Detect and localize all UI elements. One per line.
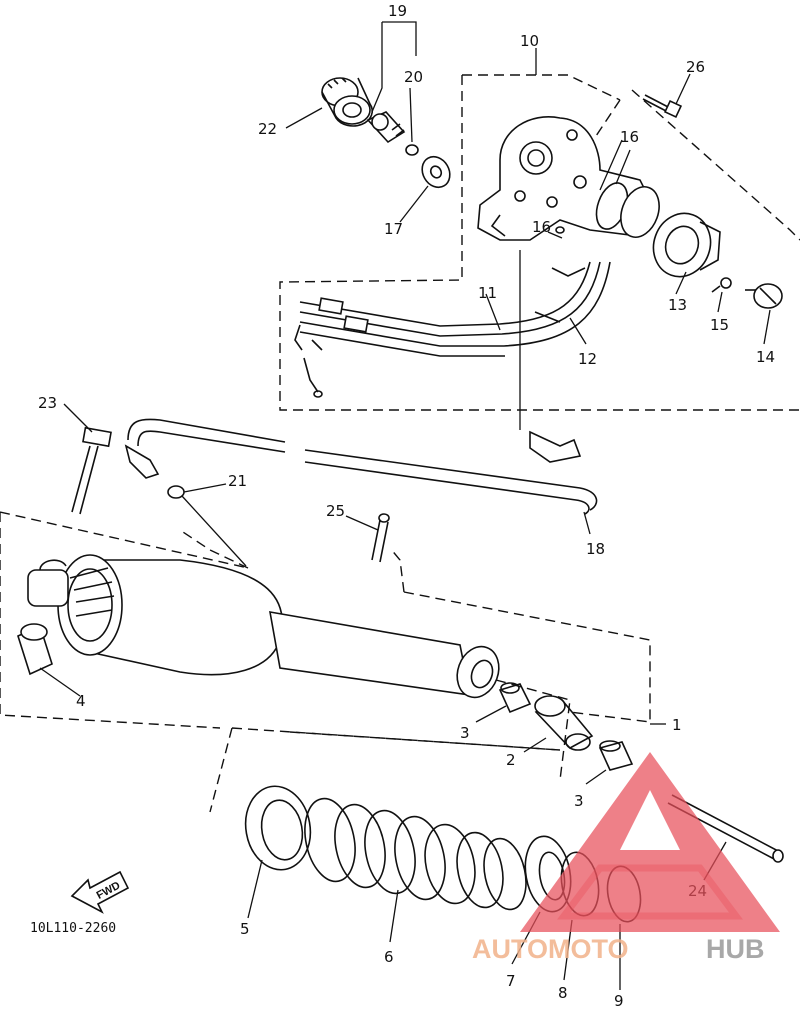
callout-11: 11 <box>478 284 497 302</box>
callout-5: 5 <box>240 920 250 938</box>
watermark-brand-auto: AUTOMOTO <box>472 934 629 964</box>
callout-10: 10 <box>520 32 539 50</box>
callout-22: 22 <box>258 120 277 138</box>
callout-1: 1 <box>672 716 682 734</box>
watermark-logo: AUTOMOTO HUB <box>472 752 780 964</box>
part-5-seat <box>244 785 312 871</box>
part-17-washer <box>421 155 451 189</box>
callout-3a: 3 <box>460 724 470 742</box>
part-16-seal-b <box>555 226 565 234</box>
part-2-bushing <box>534 695 594 751</box>
callout-19: 19 <box>388 2 407 20</box>
callout-9: 9 <box>614 992 624 1009</box>
part-15-screw <box>711 277 732 293</box>
part-25-pin <box>371 513 390 563</box>
callout-25: 25 <box>326 502 345 520</box>
part-4-bushing <box>17 623 53 676</box>
callout-21: 21 <box>228 472 247 490</box>
callout-17: 17 <box>384 220 403 238</box>
forward-arrow: FWD <box>70 870 130 914</box>
callout-4: 4 <box>76 692 86 710</box>
leader-lines <box>39 21 771 990</box>
part-1-shock-absorber <box>0 511 651 751</box>
callout-23: 23 <box>38 394 57 412</box>
callout-12: 12 <box>578 350 597 368</box>
callout-20: 20 <box>404 68 423 86</box>
part-3-collar-b <box>598 740 634 771</box>
callout-16a: 16 <box>620 128 639 146</box>
part-3-collar-a <box>498 682 532 714</box>
callout-14: 14 <box>756 348 775 366</box>
callout-8: 8 <box>558 984 568 1002</box>
adjuster-assembly <box>279 74 800 411</box>
part-20-o-ring <box>405 144 419 156</box>
part-13-cover <box>620 186 721 278</box>
part-21-o-ring <box>167 485 185 499</box>
part-code: 10L110-2260 <box>30 921 116 936</box>
callout-18: 18 <box>586 540 605 558</box>
part-11-12-hoses <box>294 261 611 398</box>
part-18-hose <box>124 250 598 515</box>
part-23-bolt <box>71 426 112 515</box>
callout-15: 15 <box>710 316 729 334</box>
part-6-spring <box>304 797 527 911</box>
callout-26: 26 <box>686 58 705 76</box>
callout-3b: 3 <box>574 792 584 810</box>
part-22-knob <box>321 77 373 127</box>
watermark-brand-hub: HUB <box>706 934 765 964</box>
callout-6: 6 <box>384 948 394 966</box>
part-19-shaft <box>366 111 406 144</box>
part-10-housing <box>477 116 651 241</box>
callout-labels: 1 2 3 3 4 5 6 7 8 9 10 11 12 13 14 15 16… <box>38 2 775 1009</box>
part-14-knob <box>745 283 783 309</box>
callout-16b: 16 <box>532 218 551 236</box>
part-26-bolt <box>642 94 683 119</box>
callout-13: 13 <box>668 296 687 314</box>
callout-2: 2 <box>506 751 516 769</box>
callout-7: 7 <box>506 972 516 990</box>
